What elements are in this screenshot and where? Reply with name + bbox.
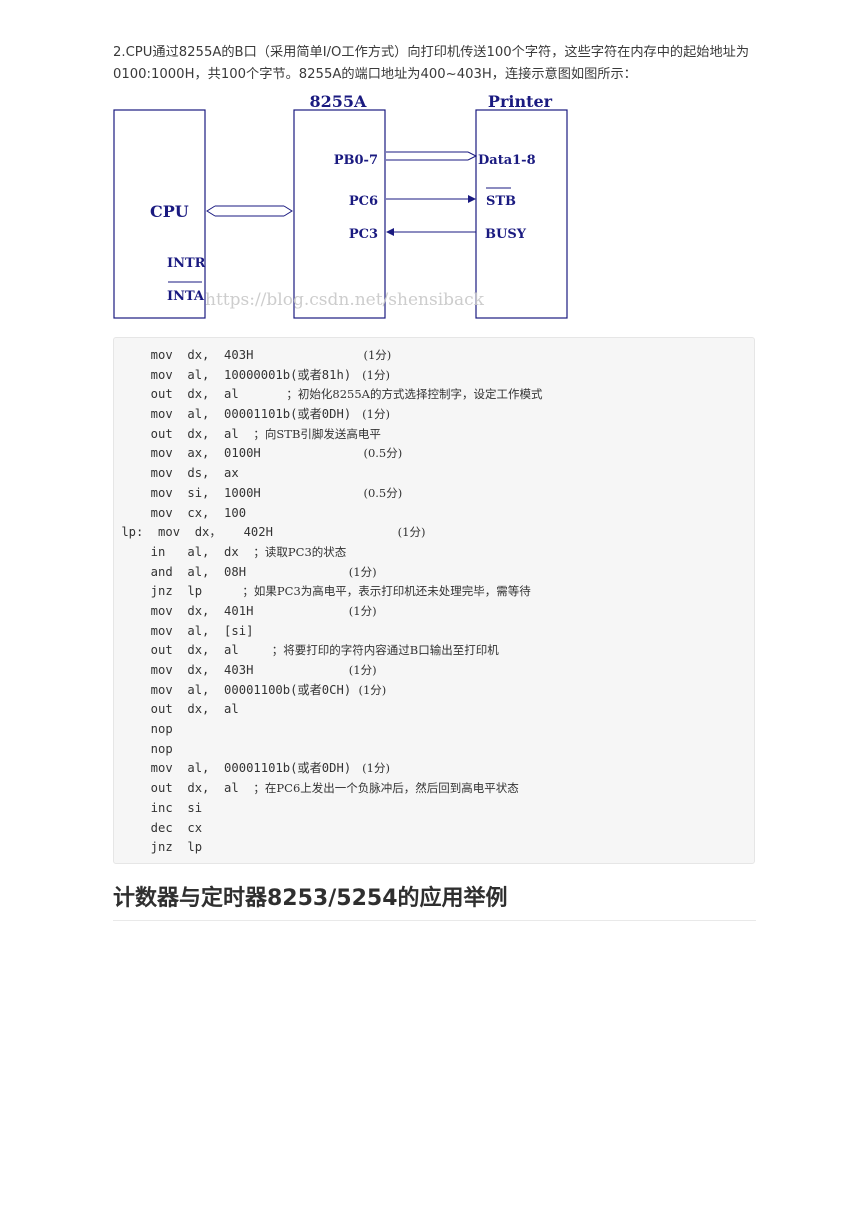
- code-line: lp: mov dx， 402H (1分): [114, 523, 754, 543]
- code-line: mov al, [si]: [114, 622, 754, 642]
- code-comment: (1分): [356, 348, 392, 362]
- code-text: dec cx: [114, 820, 203, 835]
- intr-label: INTR: [167, 256, 206, 271]
- code-line: mov si, 1000H (0.5分): [114, 484, 754, 504]
- code-comment: (1分): [351, 682, 387, 697]
- printer-box: [475, 109, 568, 319]
- code-line: mov al, 10000001b(或者81h) (1分): [114, 366, 754, 386]
- code-text: in al, dx: [114, 544, 254, 559]
- pc6-label: PC6: [349, 194, 378, 209]
- pc3-label: PC3: [349, 227, 378, 242]
- code-line: mov dx, 403H (1分): [114, 346, 754, 366]
- code-line: jnz lp ；如果PC3为高电平，表示打印机还未处理完毕，需等待: [114, 582, 754, 602]
- code-text: jnz lp: [114, 840, 203, 855]
- code-text: inc si: [114, 800, 203, 815]
- code-line: dec cx: [114, 819, 754, 839]
- code-line: jnz lp: [114, 838, 754, 858]
- data-label: Data1-8: [478, 153, 536, 168]
- code-line: inc si: [114, 799, 754, 819]
- code-comment: (1分): [341, 564, 377, 579]
- code-line: out dx, al ；将要打印的字符内容通过B口输出至打印机: [114, 641, 754, 661]
- busy-label: BUSY: [485, 227, 527, 242]
- code-text: mov al, 10000001b(或者81h): [114, 367, 352, 382]
- code-text: mov al, 00001101b(或者0DH): [114, 407, 352, 422]
- code-text: and al, 08H: [114, 564, 342, 579]
- code-comment: (1分): [351, 367, 390, 382]
- code-line: out dx, al ；向STB引脚发送高电平: [114, 425, 754, 445]
- code-comment: ；读取PC3的状态: [253, 544, 347, 559]
- code-line: in al, dx ；读取PC3的状态: [114, 543, 754, 563]
- cpu-box: [113, 109, 206, 319]
- code-text: out dx, al: [114, 426, 254, 441]
- cpu-label: CPU: [150, 202, 189, 221]
- connection-diagram: 8255A Printer CPU INTR INTA PB0-7 PC6 PC…: [113, 92, 568, 319]
- code-comment: ；向STB引脚发送高电平: [253, 426, 381, 441]
- code-line: nop: [114, 740, 754, 760]
- code-comment: ；初始化8255A的方式选择控制字，设定工作模式: [282, 387, 543, 402]
- chip-title: 8255A: [310, 92, 368, 111]
- code-comment: (1分): [341, 663, 377, 677]
- code-line: mov cx, 100: [114, 504, 754, 524]
- code-line: mov al, 00001100b(或者0CH) (1分): [114, 681, 754, 701]
- code-text: mov cx, 100: [114, 505, 247, 520]
- code-comment: (0.5分): [356, 446, 403, 461]
- inta-label: INTA: [167, 289, 205, 304]
- code-comment: ；将要打印的字符内容通过B口输出至打印机: [268, 643, 499, 658]
- pb-label: PB0-7: [334, 153, 378, 168]
- intro-paragraph: 2.CPU通过8255A的B口（采用简单I/O工作方式）向打印机传送100个字符…: [113, 45, 750, 82]
- code-text: mov dx, 403H: [114, 663, 342, 677]
- data-bus-arrow: [386, 151, 478, 161]
- code-line: out dx, al ；初始化8255A的方式选择控制字，设定工作模式: [114, 385, 754, 405]
- code-text: mov ds, ax: [114, 466, 239, 481]
- code-text: mov dx, 401H: [114, 603, 342, 618]
- code-comment: (1分): [390, 525, 426, 540]
- code-comment: (1分): [351, 761, 390, 776]
- code-comment: (0.5分): [356, 485, 403, 500]
- system-bus-arrow: [206, 205, 293, 217]
- stb-label: STB: [486, 194, 516, 209]
- code-line: out dx, al: [114, 700, 754, 720]
- code-line: nop: [114, 720, 754, 740]
- code-text: mov si, 1000H: [114, 485, 357, 500]
- code-text: nop: [114, 741, 173, 756]
- chip-box: [293, 109, 386, 319]
- code-text: out dx, al: [114, 781, 254, 796]
- code-line: mov al, 00001101b(或者0DH) (1分): [114, 759, 754, 779]
- watermark-text: https://blog.csdn.net/shensiback: [205, 290, 485, 310]
- code-text: mov ax, 0100H: [114, 446, 357, 461]
- code-text: mov al, [si]: [114, 623, 254, 638]
- code-line: out dx, al ；在PC6上发出一个负脉冲后，然后回到高电平状态: [114, 779, 754, 799]
- code-text: nop: [114, 722, 173, 737]
- code-text: jnz lp: [114, 584, 239, 599]
- code-line: mov dx, 401H (1分): [114, 602, 754, 622]
- code-comment: (1分): [341, 603, 377, 618]
- code-line: mov al, 00001101b(或者0DH) (1分): [114, 405, 754, 425]
- code-text: mov al, 00001100b(或者0CH): [114, 682, 352, 697]
- section-heading: 计数器与定时器8253/5254的应用举例: [113, 880, 756, 921]
- code-comment: ；如果PC3为高电平，表示打印机还未处理完毕，需等待: [238, 584, 531, 599]
- code-line: mov dx, 403H (1分): [114, 661, 754, 681]
- code-line: mov ds, ax: [114, 464, 754, 484]
- code-text: mov al, 00001101b(或者0DH): [114, 761, 352, 776]
- code-comment: ；在PC6上发出一个负脉冲后，然后回到高电平状态: [253, 781, 519, 796]
- code-block: mov dx, 403H (1分) mov al, 10000001b(或者81…: [113, 337, 755, 864]
- code-line: and al, 08H (1分): [114, 563, 754, 583]
- code-line: mov ax, 0100H (0.5分): [114, 444, 754, 464]
- code-text: out dx, al: [114, 643, 269, 658]
- code-comment: (1分): [351, 407, 390, 422]
- code-text: out dx, al: [114, 387, 283, 402]
- printer-title: Printer: [488, 92, 553, 111]
- code-text: mov dx, 403H: [114, 348, 357, 362]
- code-text: lp: mov dx， 402H: [114, 525, 391, 540]
- code-text: out dx, al: [114, 702, 239, 717]
